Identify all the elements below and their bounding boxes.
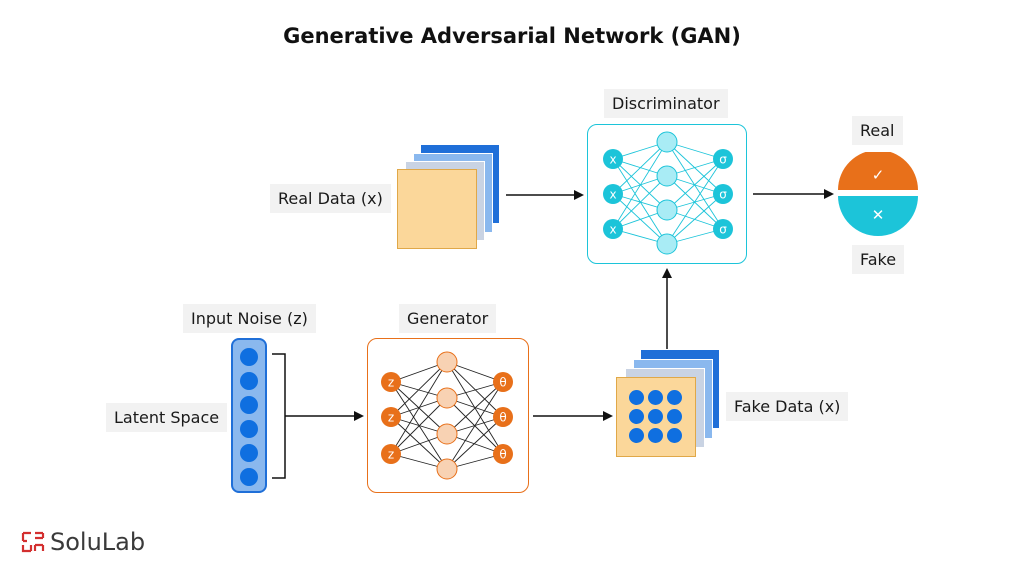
discriminator-output-nodes: σ σ σ	[712, 148, 733, 239]
generator-hidden-node	[436, 351, 457, 372]
discriminator-input-symbol: x	[609, 222, 616, 236]
discriminator-output-node	[712, 183, 733, 204]
generator-input-nodes: z z z	[380, 371, 401, 464]
generator-output-node	[492, 371, 513, 392]
real-label: Real	[852, 116, 903, 145]
real-data-label: Real Data (x)	[270, 184, 391, 213]
fake-data-point	[667, 428, 682, 443]
generator-hidden-node	[436, 423, 457, 444]
discriminator-output-symbol: σ	[719, 187, 727, 201]
noise-node	[240, 396, 258, 414]
discriminator-output-node	[712, 218, 733, 239]
generator-output-symbol: θ	[499, 375, 506, 389]
noise-bracket	[272, 353, 286, 479]
generator-input-node	[380, 406, 401, 427]
generator-input-symbol: z	[387, 447, 393, 461]
real-data-sheet-front	[397, 169, 477, 249]
fake-half	[838, 196, 918, 236]
generator-hidden-node	[436, 387, 457, 408]
fake-label: Fake	[852, 245, 905, 274]
discriminator-output-symbol: σ	[719, 222, 727, 236]
input-noise-vector	[231, 338, 267, 493]
generator-output-nodes: θ θ θ	[492, 371, 513, 464]
discriminator-hidden-node	[656, 131, 677, 152]
solulab-logo-icon	[21, 531, 45, 553]
discriminator-input-node	[602, 218, 623, 239]
discriminator-output-symbol: σ	[719, 152, 727, 166]
generator-output-symbol: θ	[499, 447, 506, 461]
generator-hidden-nodes	[436, 351, 457, 479]
discriminator-input-symbol: x	[609, 152, 616, 166]
real-data-stack	[396, 145, 506, 255]
generator-input-symbol: z	[387, 375, 393, 389]
noise-node	[240, 444, 258, 462]
check-icon: ✓	[872, 166, 885, 184]
discriminator-hidden-node	[656, 165, 677, 186]
fake-data-point	[648, 390, 663, 405]
discriminator-input-node	[602, 183, 623, 204]
discriminator-hidden-nodes	[656, 131, 677, 254]
noise-node	[240, 468, 258, 486]
solulab-brand-name: SoluLab	[50, 528, 146, 556]
discriminator-output-node	[712, 148, 733, 169]
generator-output-symbol: θ	[499, 410, 506, 424]
discriminator-hidden-node	[656, 233, 677, 254]
generator-input-node	[380, 443, 401, 464]
generator-edges	[390, 361, 503, 469]
generator-output-node	[492, 406, 513, 427]
fake-data-point	[629, 409, 644, 424]
noise-node	[240, 420, 258, 438]
fake-data-point	[629, 428, 644, 443]
discriminator-label: Discriminator	[604, 89, 728, 118]
diagram-title: Generative Adversarial Network (GAN)	[283, 24, 741, 48]
generator-output-node	[492, 443, 513, 464]
generator-hidden-node	[436, 458, 457, 479]
fake-data-point	[648, 409, 663, 424]
fake-data-point	[629, 390, 644, 405]
input-noise-label: Input Noise (z)	[183, 304, 316, 333]
generator-input-node	[380, 371, 401, 392]
discriminator-network: x x x σ σ σ	[602, 131, 733, 254]
generator-label: Generator	[399, 304, 497, 333]
discriminator-box: x x x σ σ σ	[587, 124, 747, 264]
cross-icon: ✕	[872, 206, 885, 224]
generator-box: z z z θ θ θ	[367, 338, 529, 493]
generator-network: z z z θ θ θ	[380, 351, 513, 479]
real-half	[838, 152, 918, 190]
discriminator-edges	[612, 141, 723, 244]
fake-data-label: Fake Data (x)	[726, 392, 849, 421]
discriminator-hidden-node	[656, 199, 677, 220]
discriminator-input-symbol: x	[609, 187, 616, 201]
discriminator-input-node	[602, 148, 623, 169]
real-fake-verdict: ✓ ✕	[838, 152, 918, 236]
fake-data-point	[667, 390, 682, 405]
fake-data-stack	[615, 350, 725, 460]
discriminator-input-nodes: x x x	[602, 148, 623, 239]
fake-data-point	[648, 428, 663, 443]
latent-space-label: Latent Space	[106, 403, 228, 432]
noise-node	[240, 372, 258, 390]
fake-data-sheet-front	[616, 377, 696, 457]
generator-input-symbol: z	[387, 410, 393, 424]
noise-node	[240, 348, 258, 366]
fake-data-point	[667, 409, 682, 424]
